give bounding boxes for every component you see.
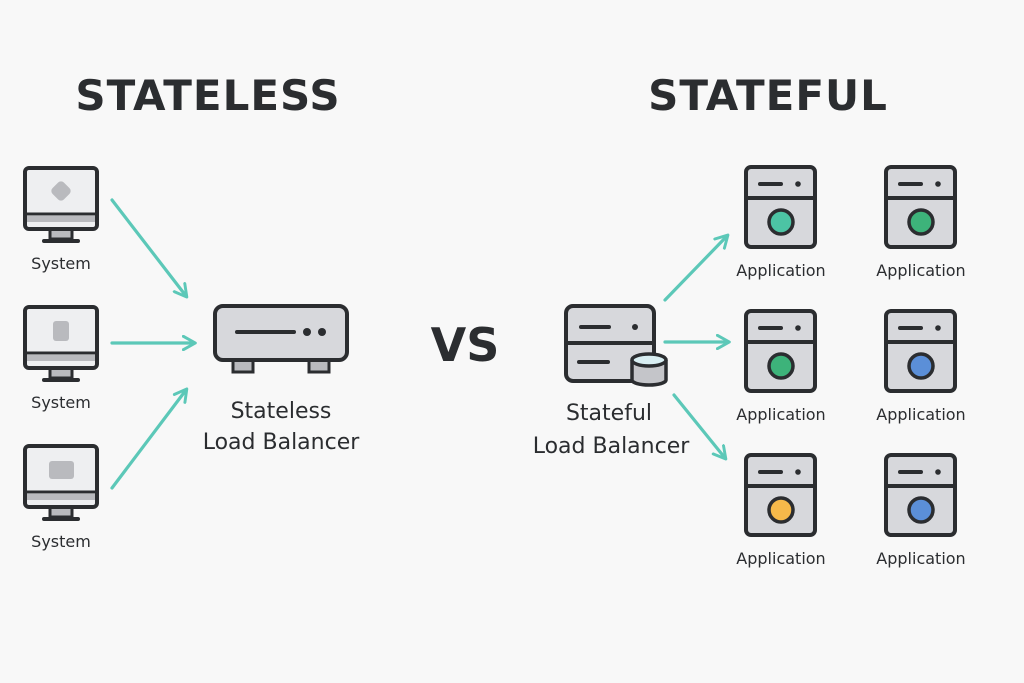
- status-indicator: [907, 496, 935, 524]
- system-label: System: [31, 393, 91, 412]
- status-indicator: [767, 496, 795, 524]
- system-label: System: [31, 532, 91, 551]
- application-server-icon: [884, 309, 957, 393]
- flow-arrow: [663, 236, 727, 302]
- stateful-load-balancer-icon: [564, 304, 668, 387]
- stateless-load-balancer-icon: [213, 304, 349, 374]
- system-monitor-icon: [23, 166, 99, 243]
- application-label: Application: [876, 405, 965, 424]
- system-monitor-icon: [23, 305, 99, 382]
- status-indicator: [907, 352, 935, 380]
- status-indicator: [907, 208, 935, 236]
- application-label: Application: [876, 261, 965, 280]
- system-monitor-icon: [23, 444, 99, 521]
- database-cylinder-icon: [630, 352, 668, 387]
- application-label: Application: [876, 549, 965, 568]
- stateless-title: STATELESS: [75, 71, 340, 120]
- flow-arrow: [110, 198, 186, 296]
- system-label: System: [31, 254, 91, 273]
- stateless-lb-label-line2: Load Balancer: [203, 430, 361, 455]
- application-label: Application: [736, 261, 825, 280]
- flow-arrow: [110, 390, 186, 490]
- application-label: Application: [736, 549, 825, 568]
- application-server-icon: [744, 309, 817, 393]
- application-server-icon: [744, 453, 817, 537]
- stateful-title: STATEFUL: [648, 71, 888, 120]
- flow-arrow: [672, 393, 725, 458]
- application-server-icon: [744, 165, 817, 249]
- status-indicator: [767, 208, 795, 236]
- application-server-icon: [884, 453, 957, 537]
- application-label: Application: [736, 405, 825, 424]
- status-indicator: [767, 352, 795, 380]
- stateful-lb-label-line1: Stateful: [566, 401, 652, 426]
- vs-label: VS: [431, 318, 500, 372]
- stateless-lb-label-line1: Stateless: [231, 399, 332, 424]
- application-server-icon: [884, 165, 957, 249]
- stateful-lb-label-line2: Load Balancer: [533, 434, 691, 459]
